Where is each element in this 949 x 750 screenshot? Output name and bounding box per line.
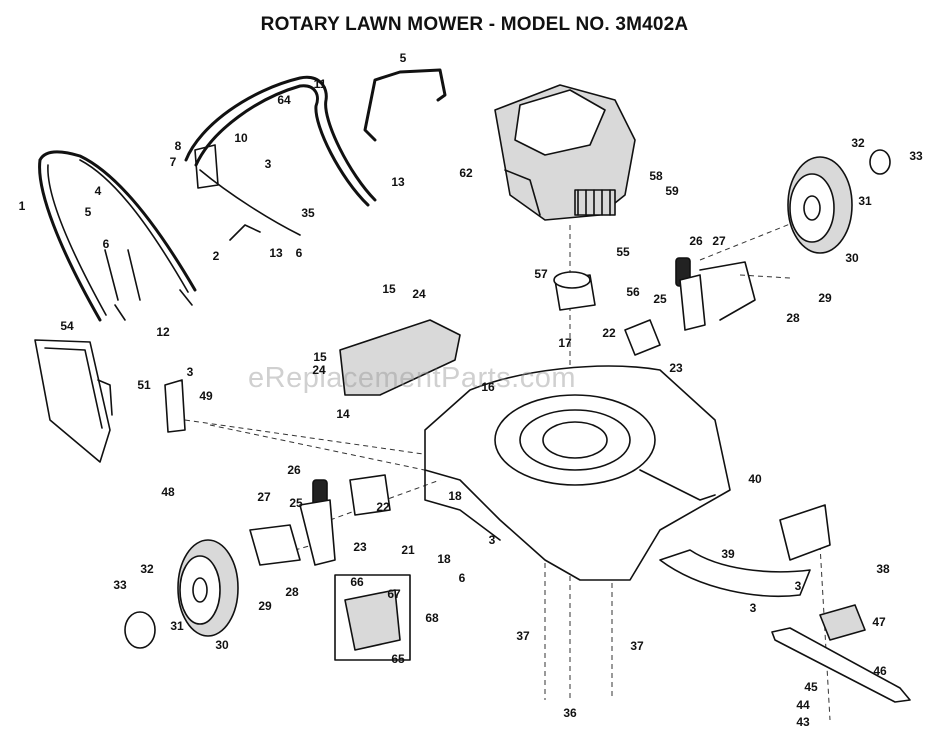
part-number[interactable]: 2 xyxy=(212,249,220,263)
part-number[interactable]: 16 xyxy=(481,380,495,394)
part-number[interactable]: 28 xyxy=(285,585,299,599)
part-number[interactable]: 10 xyxy=(234,131,248,145)
part-number[interactable]: 15 xyxy=(313,350,327,364)
part-number[interactable]: 37 xyxy=(630,639,644,653)
part-number[interactable]: 4 xyxy=(94,184,102,198)
grass-catcher xyxy=(34,339,113,463)
part-number[interactable]: 5 xyxy=(399,51,407,65)
part-number[interactable]: 6 xyxy=(102,237,110,251)
part-number[interactable]: 15 xyxy=(382,282,396,296)
upper-handle xyxy=(184,75,377,236)
part-number[interactable]: 56 xyxy=(626,285,640,299)
part-number[interactable]: 59 xyxy=(665,184,679,198)
part-number[interactable]: 33 xyxy=(909,149,923,163)
part-number[interactable]: 24 xyxy=(412,287,426,301)
blade-adapter xyxy=(819,604,866,641)
part-number[interactable]: 3 xyxy=(749,601,757,615)
part-number[interactable]: 29 xyxy=(258,599,272,613)
engine xyxy=(494,84,636,221)
part-number[interactable]: 3 xyxy=(264,157,272,171)
mower-deck xyxy=(424,365,731,581)
part-number[interactable]: 68 xyxy=(425,611,439,625)
part-number[interactable]: 36 xyxy=(563,706,577,720)
part-number[interactable]: 31 xyxy=(858,194,872,208)
part-number[interactable]: 62 xyxy=(459,166,473,180)
part-number[interactable]: 3 xyxy=(488,533,496,547)
part-number[interactable]: 6 xyxy=(295,246,303,260)
part-number[interactable]: 13 xyxy=(269,246,283,260)
part-number[interactable]: 30 xyxy=(845,251,859,265)
part-number[interactable]: 39 xyxy=(721,547,735,561)
blade xyxy=(771,627,911,703)
part-number[interactable]: 54 xyxy=(60,319,74,333)
part-number[interactable]: 38 xyxy=(876,562,890,576)
part-number[interactable]: 35 xyxy=(301,206,315,220)
part-number[interactable]: 17 xyxy=(558,336,572,350)
part-number[interactable]: 57 xyxy=(534,267,548,281)
part-number[interactable]: 6 xyxy=(458,571,466,585)
part-number[interactable]: 3 xyxy=(794,579,802,593)
part-number[interactable]: 67 xyxy=(387,587,401,601)
part-number[interactable]: 51 xyxy=(137,378,151,392)
part-number[interactable]: 58 xyxy=(649,169,663,183)
part-number[interactable]: 44 xyxy=(796,698,810,712)
part-number[interactable]: 48 xyxy=(161,485,175,499)
part-number[interactable]: 28 xyxy=(786,311,800,325)
part-number[interactable]: 1 xyxy=(18,199,26,213)
part-number[interactable]: 3 xyxy=(186,365,194,379)
part-number[interactable]: 25 xyxy=(653,292,667,306)
discharge-deflector xyxy=(659,549,811,598)
part-number[interactable]: 25 xyxy=(289,496,303,510)
rear-axle-bracket xyxy=(339,319,461,396)
part-number[interactable]: 32 xyxy=(140,562,154,576)
part-number[interactable]: 24 xyxy=(312,363,326,377)
part-number[interactable]: 64 xyxy=(277,93,291,107)
part-number[interactable]: 27 xyxy=(712,234,726,248)
part-number[interactable]: 65 xyxy=(391,652,405,666)
part-number[interactable]: 47 xyxy=(872,615,886,629)
part-number[interactable]: 5 xyxy=(84,205,92,219)
mulch-plug-kit xyxy=(334,574,411,661)
part-number[interactable]: 33 xyxy=(113,578,127,592)
part-number[interactable]: 55 xyxy=(616,245,630,259)
lower-handle xyxy=(38,150,197,322)
part-number[interactable]: 18 xyxy=(437,552,451,566)
part-number[interactable]: 37 xyxy=(516,629,530,643)
part-number[interactable]: 45 xyxy=(804,680,818,694)
part-number[interactable]: 22 xyxy=(602,326,616,340)
diagram-title: ROTARY LAWN MOWER - MODEL NO. 3M402A xyxy=(260,14,689,35)
part-number[interactable]: 14 xyxy=(336,407,350,421)
part-number[interactable]: 26 xyxy=(287,463,301,477)
part-number[interactable]: 18 xyxy=(448,489,462,503)
part-number[interactable]: 21 xyxy=(401,543,415,557)
part-number[interactable]: 43 xyxy=(796,715,810,729)
part-number[interactable]: 40 xyxy=(748,472,762,486)
part-number[interactable]: 32 xyxy=(851,136,865,150)
part-number[interactable]: 13 xyxy=(391,175,405,189)
part-number[interactable]: 11 xyxy=(313,77,327,91)
part-number[interactable]: 46 xyxy=(873,664,887,678)
part-number[interactable]: 66 xyxy=(350,575,364,589)
part-number[interactable]: 27 xyxy=(257,490,271,504)
part-number[interactable]: 12 xyxy=(156,325,170,339)
part-number[interactable]: 22 xyxy=(376,500,390,514)
part-number[interactable]: 30 xyxy=(215,638,229,652)
part-number[interactable]: 49 xyxy=(199,389,213,403)
part-number[interactable]: 23 xyxy=(669,361,683,375)
side-baffle xyxy=(779,504,831,561)
part-number[interactable]: 8 xyxy=(174,139,182,153)
front-wheel xyxy=(124,539,239,649)
part-number[interactable]: 7 xyxy=(169,155,177,169)
part-number[interactable]: 26 xyxy=(689,234,703,248)
part-number[interactable]: 31 xyxy=(170,619,184,633)
rear-wheel xyxy=(787,149,891,254)
part-number[interactable]: 29 xyxy=(818,291,832,305)
part-number[interactable]: 23 xyxy=(353,540,367,554)
watermark: eReplacementParts.com xyxy=(248,362,577,394)
cable-guide xyxy=(363,68,447,142)
